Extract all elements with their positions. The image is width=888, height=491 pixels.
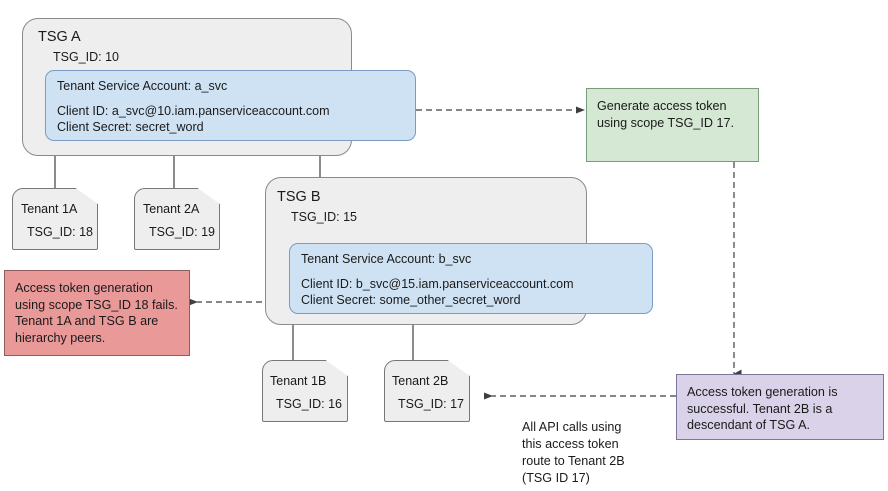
note-token-generation-successful[interactable]: Access token generation is successful. T… — [676, 374, 884, 440]
tenant-2b-name: Tenant 2B — [392, 374, 449, 388]
group-tsg-a-title: TSG A — [38, 29, 81, 45]
tenant-2a-node[interactable] — [134, 188, 220, 250]
service-account-b-svc-heading: Tenant Service Account: b_svc — [301, 252, 472, 266]
service-account-b-svc-client-id: Client ID: b_svc@15.iam.panserviceaccoun… — [301, 276, 574, 291]
tenant-2b-id: TSG_ID: 17 — [398, 397, 464, 411]
group-tsg-b-title: TSG B — [277, 189, 321, 205]
service-account-b-svc[interactable]: Tenant Service Account: b_svc Client ID:… — [289, 243, 653, 314]
tenant-2a-id: TSG_ID: 19 — [149, 225, 215, 239]
caption-api-routing: All API calls using this access token ro… — [522, 420, 625, 485]
service-account-b-svc-client-secret: Client Secret: some_other_secret_word — [301, 293, 521, 308]
tenant-2a-name: Tenant 2A — [143, 202, 200, 216]
tsg-b-child-connectors — [292, 325, 414, 360]
tenant-1b-id: TSG_ID: 16 — [276, 397, 342, 411]
group-tsg-b-id: TSG_ID: 15 — [291, 210, 357, 224]
tenant-1a-name: Tenant 1A — [21, 202, 78, 216]
note-token-generation-fails[interactable]: Access token generation using scope TSG_… — [4, 270, 190, 356]
service-account-a-svc-heading: Tenant Service Account: a_svc — [57, 79, 228, 93]
service-account-a-svc-client-id: Client ID: a_svc@10.iam.panserviceaccoun… — [57, 103, 330, 118]
service-account-a-svc[interactable]: Tenant Service Account: a_svc Client ID:… — [45, 70, 416, 141]
tenant-1b-name: Tenant 1B — [270, 374, 327, 388]
tsg-a-child-connectors — [54, 156, 321, 188]
tenant-2b-node[interactable] — [384, 360, 470, 422]
tenant-1b-node[interactable] — [262, 360, 348, 422]
tenant-1a-id: TSG_ID: 18 — [27, 225, 93, 239]
group-tsg-a-id: TSG_ID: 10 — [53, 50, 119, 64]
tenant-1a-node[interactable] — [12, 188, 98, 250]
service-account-a-svc-client-secret: Client Secret: secret_word — [57, 120, 204, 135]
note-generate-token[interactable]: Generate access token using scope TSG_ID… — [586, 88, 759, 162]
